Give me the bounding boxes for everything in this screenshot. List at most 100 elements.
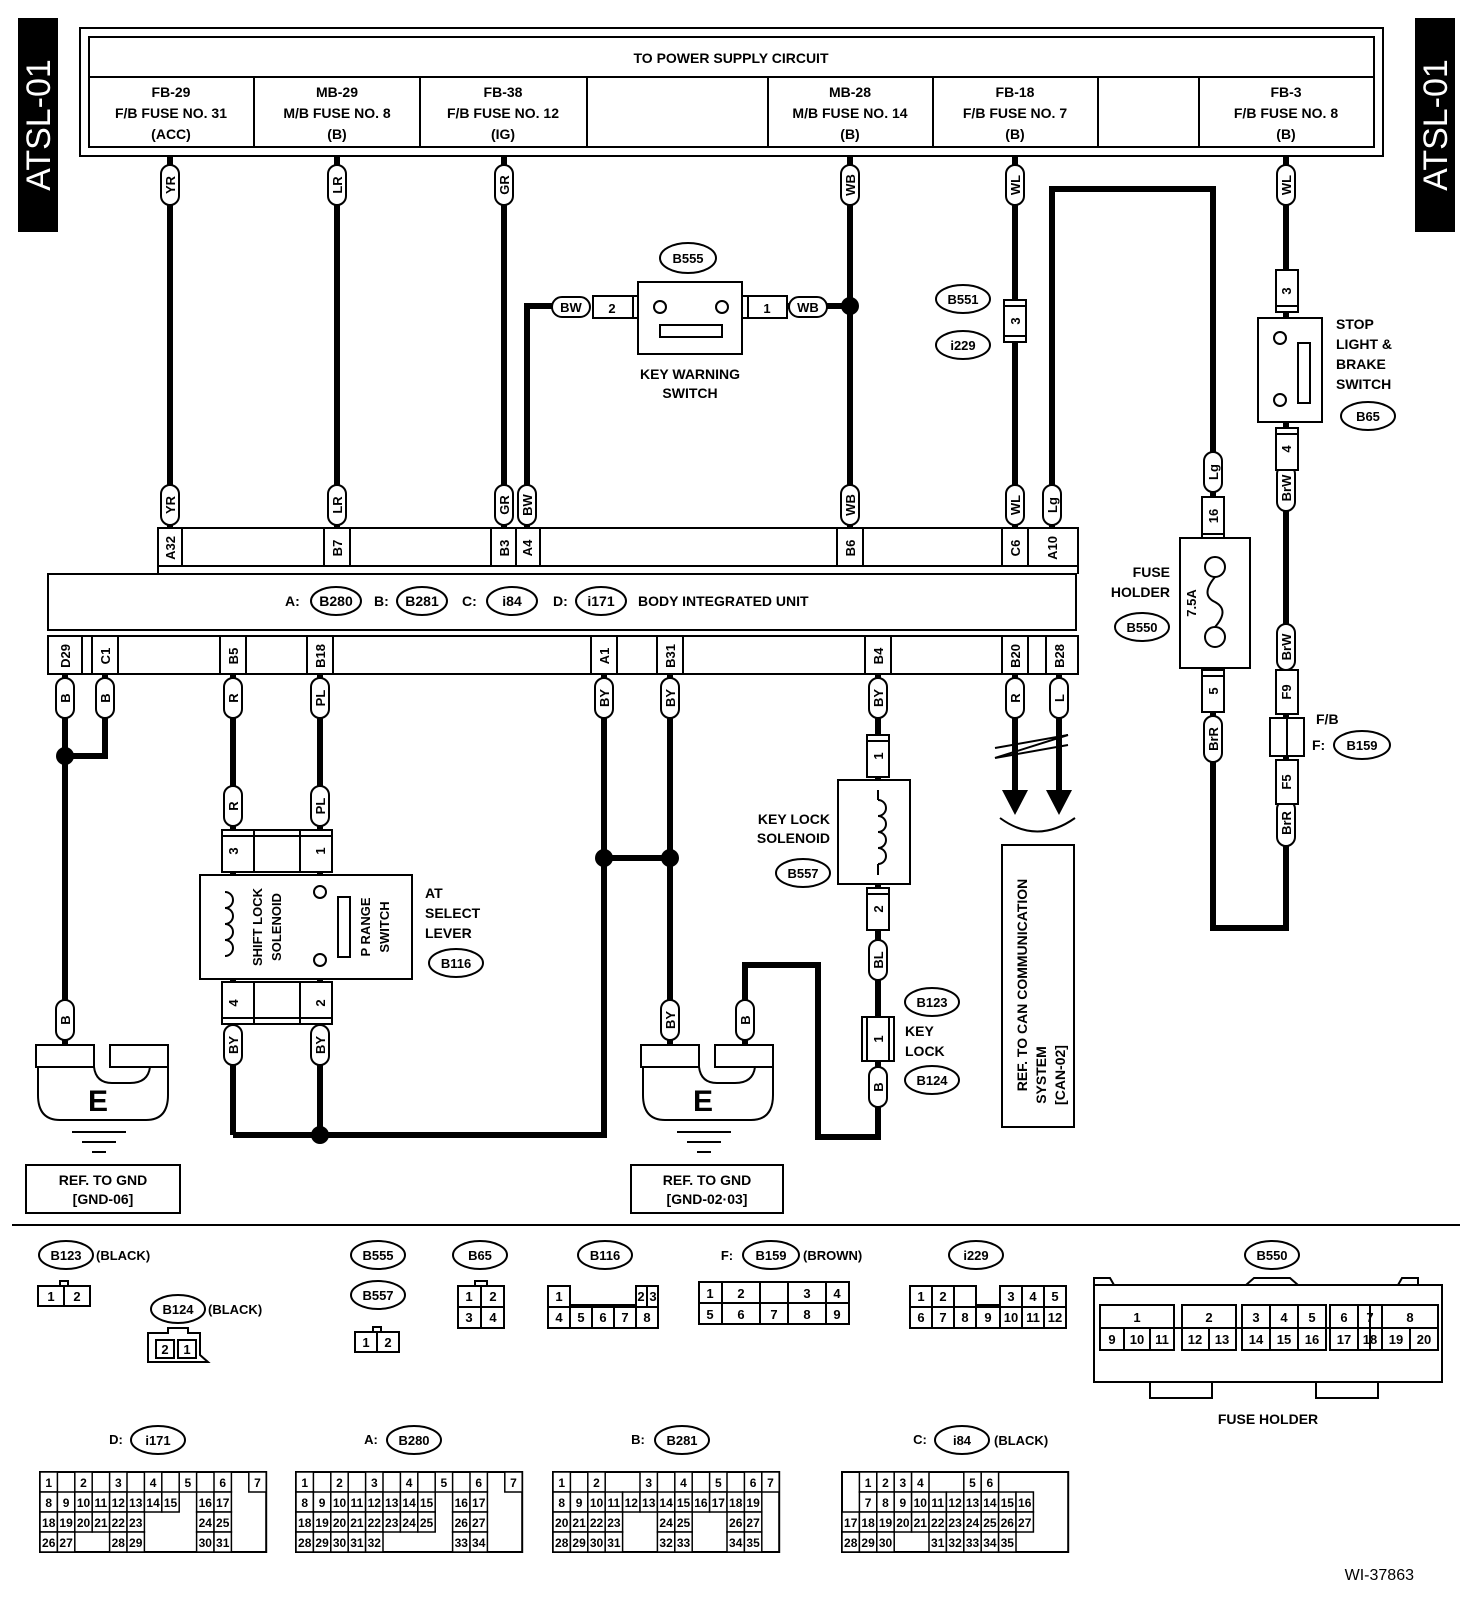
- svg-text:BY: BY: [663, 1011, 678, 1029]
- svg-text:C6: C6: [1008, 540, 1023, 557]
- svg-text:B550: B550: [1126, 620, 1157, 635]
- biu-conn-b281: B281: [396, 586, 448, 616]
- pin-number: 12: [948, 1496, 962, 1510]
- wl-lg-biu: Lg: [1042, 484, 1062, 526]
- fuse-fb29: FB-29 F/B FUSE NO. 31 (ACC): [115, 84, 227, 142]
- svg-text:B555: B555: [362, 1248, 393, 1263]
- svg-text:1: 1: [183, 1342, 190, 1357]
- svg-text:B65: B65: [468, 1248, 492, 1263]
- svg-text:(B): (B): [1005, 126, 1024, 142]
- pin-number: 9: [900, 1496, 907, 1510]
- svg-text:4: 4: [833, 1286, 841, 1301]
- svg-text:6: 6: [599, 1310, 606, 1325]
- side-tab-right: ATSL-01: [1415, 18, 1455, 232]
- pin-number: 34: [472, 1536, 486, 1550]
- pin-number: 7: [767, 1476, 774, 1490]
- pin-cell: [364, 1531, 384, 1553]
- wl-wl-top: WL: [1005, 164, 1025, 206]
- biu-pin-a10: A10: [1045, 536, 1060, 560]
- pin-number: 4: [680, 1476, 687, 1490]
- svg-text:15: 15: [1277, 1332, 1291, 1347]
- svg-text:6: 6: [1340, 1310, 1347, 1325]
- svg-text:E: E: [88, 1085, 108, 1118]
- pin-number: 21: [572, 1516, 586, 1530]
- svg-text:3: 3: [226, 847, 241, 854]
- biu-pin-b4: B4: [864, 636, 892, 674]
- svg-text:(BROWN): (BROWN): [803, 1248, 862, 1263]
- svg-text:7: 7: [939, 1310, 946, 1325]
- pin-number: 8: [558, 1496, 565, 1510]
- svg-text:B: B: [58, 693, 73, 702]
- biu-pin-b3: B3: [490, 528, 517, 566]
- pin-number: 20: [896, 1516, 910, 1530]
- svg-text:WL: WL: [1279, 175, 1294, 195]
- b65-badge: B65: [1340, 401, 1396, 431]
- pin-number: 24: [659, 1516, 673, 1530]
- svg-text:14: 14: [1249, 1332, 1264, 1347]
- svg-text:B: B: [738, 1015, 753, 1024]
- svg-text:5: 5: [1051, 1289, 1058, 1304]
- svg-text:B65: B65: [1356, 409, 1380, 424]
- svg-text:1: 1: [362, 1335, 369, 1350]
- svg-text:i171: i171: [587, 593, 614, 609]
- pin-number: 6: [750, 1476, 757, 1490]
- pin-number: 13: [966, 1496, 980, 1510]
- wl-yr-biu: YR: [160, 484, 180, 526]
- svg-text:F/B FUSE NO. 8: F/B FUSE NO. 8: [1234, 105, 1338, 121]
- pin-number: 21: [914, 1516, 928, 1530]
- svg-text:WL: WL: [1008, 175, 1023, 195]
- pin-cell: [126, 1531, 146, 1553]
- wl-brr-fuse: BrR: [1203, 715, 1223, 763]
- pin-number: 19: [746, 1496, 760, 1510]
- pin-number: 34: [983, 1536, 997, 1550]
- pin-number: 16: [455, 1496, 469, 1510]
- pin-number: 10: [590, 1496, 604, 1510]
- pin-number: 35: [1001, 1536, 1015, 1550]
- svg-text:B116: B116: [590, 1248, 620, 1263]
- svg-text:B4: B4: [871, 647, 886, 664]
- pin-number: 7: [865, 1496, 872, 1510]
- svg-text:LIGHT &: LIGHT &: [1336, 336, 1392, 352]
- svg-text:R: R: [226, 693, 241, 703]
- biu-pin-c1: C1: [91, 636, 119, 674]
- pin-number: 27: [746, 1516, 760, 1530]
- svg-text:B18: B18: [313, 644, 328, 668]
- svg-text:SWITCH: SWITCH: [662, 385, 717, 401]
- pin-cell: [504, 1471, 523, 1493]
- pin-number: 20: [77, 1516, 91, 1530]
- svg-text:18: 18: [1363, 1332, 1377, 1347]
- pin-number: 12: [112, 1496, 126, 1510]
- svg-text:4: 4: [1280, 1310, 1288, 1325]
- pin-cell: [417, 1511, 436, 1533]
- wl-b-keylock: B: [868, 1066, 888, 1108]
- svg-text:5: 5: [1308, 1310, 1315, 1325]
- svg-text:11: 11: [1026, 1310, 1040, 1325]
- pin-number: 25: [216, 1516, 230, 1530]
- biu-pin-c6: C6: [1001, 528, 1029, 566]
- svg-text:B7: B7: [330, 540, 345, 557]
- wl-l-b28: L: [1049, 677, 1069, 719]
- pin-number: 32: [368, 1536, 382, 1550]
- svg-text:BW: BW: [520, 493, 535, 515]
- svg-text:B:: B:: [631, 1432, 645, 1447]
- pin-number: 14: [402, 1496, 416, 1510]
- wl-r-lever: R: [223, 785, 243, 827]
- svg-text:1: 1: [465, 1289, 472, 1304]
- pin-number: 21: [350, 1516, 364, 1530]
- svg-text:WL: WL: [1008, 495, 1023, 515]
- svg-text:B557: B557: [787, 866, 818, 881]
- svg-text:B123: B123: [50, 1248, 81, 1263]
- pin-number: 22: [590, 1516, 604, 1530]
- svg-text:ATSL-01: ATSL-01: [20, 59, 58, 191]
- pin-cell: [213, 1531, 233, 1553]
- pin-cell: [876, 1531, 895, 1553]
- svg-text:4: 4: [1029, 1289, 1037, 1304]
- svg-text:BrW: BrW: [1279, 633, 1294, 660]
- ground-center: E REF. TO GND [GND-02·03]: [630, 1044, 784, 1214]
- biu-conn-i171: i171: [575, 586, 627, 616]
- svg-text:SHIFT LOCK: SHIFT LOCK: [250, 887, 265, 966]
- pin-number: 31: [931, 1536, 945, 1550]
- biu-pin-b5: B5: [219, 636, 247, 674]
- pin-number: 28: [555, 1536, 569, 1550]
